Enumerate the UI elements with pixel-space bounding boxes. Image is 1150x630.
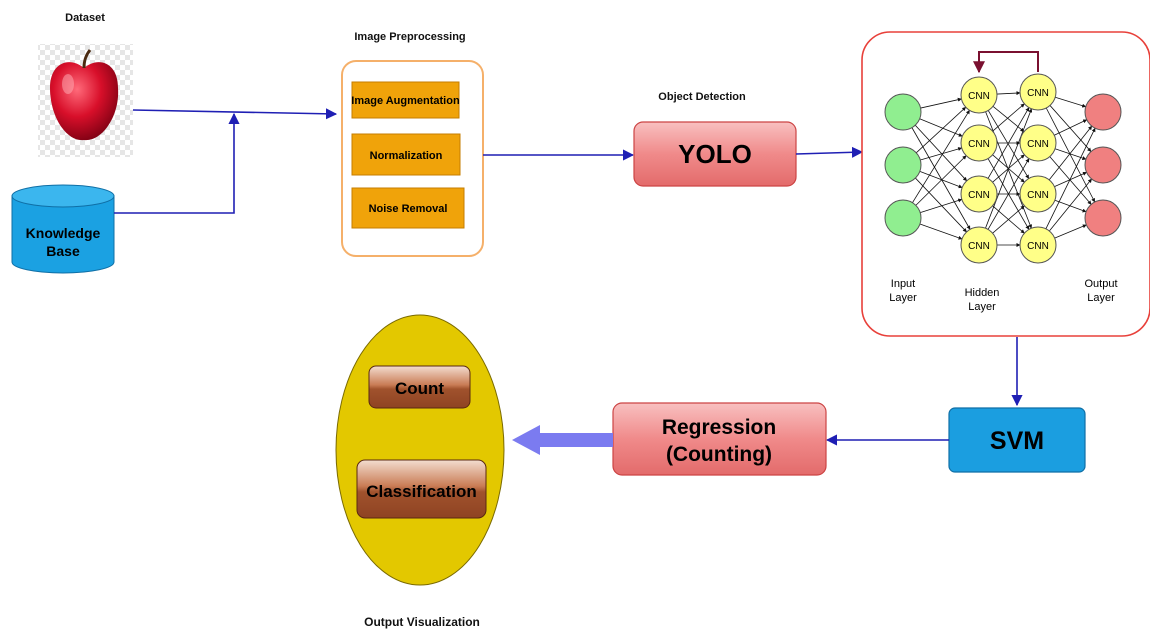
neural-network-connections	[911, 91, 1096, 247]
network-connection	[1049, 105, 1092, 152]
neural-network-nodes: CNN CNN CNN CNN CNN CNN CNN CNN	[884, 73, 1122, 264]
knowledge-base-cylinder: Knowledge Base	[11, 184, 115, 274]
network-connection	[919, 171, 963, 189]
input-layer-label-line1: Input	[891, 278, 915, 290]
regression-label-line1: Regression	[662, 416, 776, 439]
input-node	[884, 146, 922, 184]
preprocessing-step-label: Noise Removal	[369, 203, 448, 215]
network-connection	[920, 147, 963, 161]
classification-label: Classification	[366, 482, 477, 501]
arrow-knowledge-base-to-line	[114, 112, 240, 214]
arrow-regression-to-output	[512, 425, 613, 455]
hidden-layer-label-line1: Hidden	[965, 287, 1000, 299]
cnn-node-label: CNN	[968, 190, 990, 201]
count-label: Count	[395, 379, 444, 398]
network-connection	[914, 124, 968, 182]
network-connection	[1048, 125, 1093, 181]
preprocessing-step-augmentation: Image Augmentation	[351, 81, 460, 119]
output-layer-label-line1: Output	[1084, 278, 1117, 290]
cnn-node: CNN	[1019, 124, 1057, 162]
yolo-box: YOLO	[633, 121, 797, 187]
neural-network-panel	[861, 31, 1150, 337]
cnn-node: CNN	[1019, 73, 1057, 111]
network-connection	[911, 127, 971, 230]
cnn-node: CNN	[960, 76, 998, 114]
network-connection	[915, 106, 967, 154]
knowledge-base-label-line2: Base	[46, 243, 80, 259]
network-connection	[1054, 119, 1088, 136]
network-connection	[1054, 171, 1087, 188]
regression-label-line2: (Counting)	[666, 443, 772, 466]
network-connection	[1045, 107, 1096, 203]
network-connection	[1055, 96, 1087, 108]
output-node	[1084, 93, 1122, 131]
preprocessing-step-normalization: Normalization	[351, 133, 461, 176]
preprocessing-step-noise-removal: Noise Removal	[351, 187, 465, 229]
network-connection	[915, 177, 967, 233]
cnn-node: CNN	[1019, 175, 1057, 213]
network-connection	[987, 107, 1030, 179]
preprocessing-step-label: Image Augmentation	[351, 95, 460, 107]
network-connection	[915, 155, 967, 206]
dataset-label: Dataset	[65, 12, 105, 24]
network-connection	[985, 108, 1033, 229]
cnn-node-label: CNN	[968, 91, 990, 102]
network-connection	[920, 97, 962, 109]
apple-image	[38, 44, 133, 157]
network-connection	[1049, 178, 1092, 232]
cnn-node: CNN	[1019, 226, 1057, 264]
output-node	[1084, 146, 1122, 184]
classification-button: Classification	[356, 459, 487, 519]
network-connection	[1045, 127, 1096, 230]
count-button: Count	[368, 365, 471, 409]
recurrent-arrow	[973, 51, 1039, 74]
network-connection	[992, 106, 1025, 132]
cnn-node: CNN	[960, 175, 998, 213]
network-connection	[992, 205, 1025, 234]
network-connection	[992, 103, 1025, 132]
network-connection	[1054, 224, 1087, 239]
hidden-layer-label-line2: Layer	[968, 301, 996, 313]
cnn-node-label: CNN	[1027, 190, 1049, 201]
object-detection-label: Object Detection	[658, 91, 746, 103]
image-preprocessing-label: Image Preprocessing	[354, 31, 465, 43]
input-node	[884, 199, 922, 237]
network-connection	[1049, 156, 1092, 205]
cnn-node-label: CNN	[1027, 241, 1049, 252]
cnn-node-label: CNN	[1027, 139, 1049, 150]
network-connection	[912, 109, 970, 203]
network-connection	[1054, 199, 1087, 213]
input-layer-label-line2: Layer	[889, 292, 917, 304]
svm-box: SVM	[948, 407, 1086, 473]
network-connection	[987, 110, 1030, 179]
network-connection	[920, 198, 963, 213]
arrow-yolo-to-network	[795, 146, 864, 158]
output-node	[1084, 199, 1122, 237]
cnn-node-label: CNN	[968, 139, 990, 150]
cnn-node: CNN	[960, 124, 998, 162]
arrow-dataset-to-preprocessing	[132, 108, 338, 120]
yolo-label: YOLO	[678, 139, 752, 169]
cnn-node-label: CNN	[1027, 88, 1049, 99]
network-connection	[996, 91, 1021, 96]
network-connection	[919, 223, 963, 240]
preprocessing-step-label: Normalization	[370, 150, 443, 162]
output-layer-label-line2: Layer	[1087, 292, 1115, 304]
knowledge-base-label-line1: Knowledge	[26, 225, 101, 241]
output-visualization-label: Output Visualization	[364, 615, 480, 629]
regression-box: Regression (Counting)	[612, 402, 827, 476]
output-ellipse	[335, 314, 505, 586]
cnn-node-label: CNN	[968, 241, 990, 252]
svm-label: SVM	[990, 427, 1044, 455]
cnn-node: CNN	[960, 226, 998, 264]
input-node	[884, 93, 922, 131]
network-connection	[987, 158, 1030, 230]
